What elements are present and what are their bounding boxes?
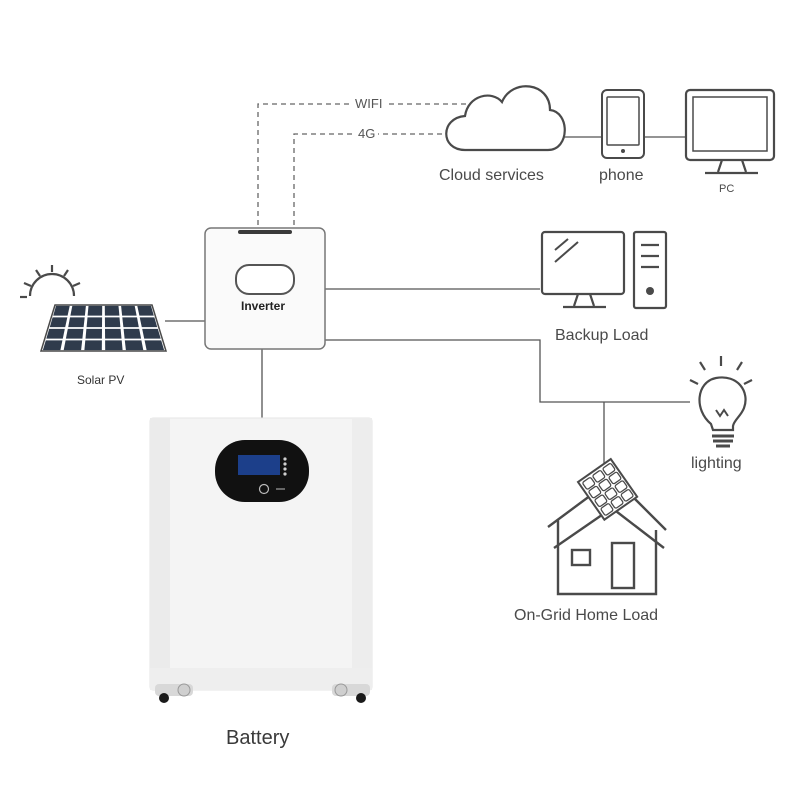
pc-icon	[684, 88, 776, 175]
solar-cell	[137, 305, 154, 316]
lighting-label: lighting	[691, 455, 742, 472]
roof-solar-cell	[620, 489, 634, 502]
solar-cell	[142, 328, 161, 339]
4g-label: 4G	[355, 126, 379, 141]
solar-cell	[63, 340, 83, 351]
wifi-link	[257, 103, 472, 225]
solar-cell	[104, 305, 120, 316]
phone-label: phone	[599, 167, 644, 184]
solar-cell	[42, 340, 63, 351]
roof-solar-cell	[588, 485, 602, 499]
roof-solar-cell	[600, 503, 614, 516]
backup-load-icon	[540, 230, 668, 310]
solar-cell	[123, 328, 142, 339]
4g-link	[293, 133, 446, 225]
solar-cell	[105, 328, 122, 339]
solar-cell	[86, 317, 103, 328]
solar-cell	[70, 305, 86, 316]
panel-grid	[39, 304, 168, 352]
roof-solar-cell	[608, 471, 622, 485]
solar-panel-icon	[20, 265, 168, 352]
pc-label: PC	[719, 183, 735, 195]
solar-cell	[53, 305, 70, 316]
solar-cell	[87, 305, 103, 316]
solar-cell	[46, 328, 65, 339]
solar-cell	[104, 317, 121, 328]
battery-label: Battery	[226, 727, 290, 749]
network-links	[257, 103, 472, 225]
solar-cell	[49, 317, 68, 328]
roof-solar-cell	[594, 494, 608, 508]
wifi-label: WIFI	[352, 96, 386, 111]
roof-solar-cell	[614, 480, 628, 493]
roof-solar-cell	[602, 463, 616, 476]
home-load-label: On-Grid Home Load	[514, 607, 659, 624]
roof-solar-cell	[604, 487, 618, 500]
roof-solar-cell	[610, 496, 624, 509]
inverter-device	[204, 227, 326, 350]
roof-solar-cell	[592, 470, 606, 483]
panel-frame	[39, 304, 168, 352]
solar-cell	[65, 328, 84, 339]
connection-lines	[165, 136, 690, 478]
sun-icon	[20, 265, 81, 299]
solar-pv-label: Solar PV	[77, 373, 125, 387]
roof-solar-cell	[582, 477, 596, 490]
inverter-label: Inverter	[241, 299, 286, 313]
roof-solar-panel	[576, 457, 639, 522]
cloud-icon	[445, 85, 566, 152]
backup-load-label: Backup Load	[555, 327, 649, 344]
lightbulb-icon	[689, 356, 753, 448]
solar-cell	[85, 328, 102, 339]
solar-cell	[84, 340, 102, 351]
battery-wheels	[155, 683, 370, 703]
solar-cell	[68, 317, 85, 328]
cloud-services-label: Cloud services	[439, 167, 544, 184]
solar-cell	[139, 317, 158, 328]
roof-solar-cell	[598, 478, 612, 492]
battery-display	[215, 440, 309, 502]
battery-device	[149, 417, 373, 703]
home-icon	[547, 457, 667, 596]
solar-cell	[122, 317, 139, 328]
solar-cell	[144, 340, 165, 351]
solar-cell	[121, 305, 137, 316]
inverter-grid-line	[325, 339, 690, 403]
solar-cell	[124, 340, 144, 351]
phone-icon	[601, 89, 645, 159]
solar-cell	[105, 340, 123, 351]
